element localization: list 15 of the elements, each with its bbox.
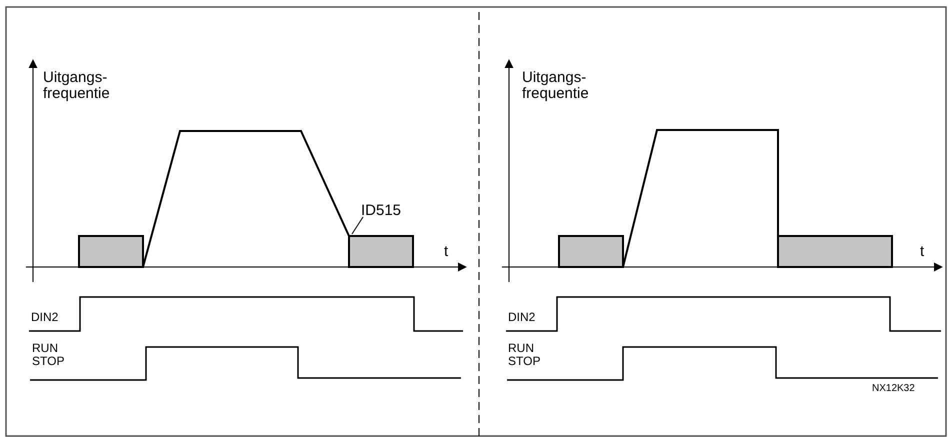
signal-label: RUN STOP: [32, 342, 66, 368]
figure-code: NX12K32: [872, 383, 916, 394]
callout-label: ID515: [361, 203, 402, 219]
axis-label: t: [444, 244, 450, 260]
signal-label: DIN2: [31, 311, 60, 324]
axis-label: Uitgangs- frequentie: [43, 70, 111, 102]
brake-block: [777, 235, 893, 268]
brake-block: [78, 235, 144, 268]
axis-label: t: [920, 244, 926, 260]
brake-block: [558, 235, 624, 268]
brake-block: [348, 235, 414, 268]
signal-label: DIN2: [508, 311, 536, 324]
leader-line: [352, 216, 364, 234]
signal-label: RUN STOP: [508, 342, 542, 368]
axis-label: Uitgangs- frequentie: [522, 70, 590, 102]
